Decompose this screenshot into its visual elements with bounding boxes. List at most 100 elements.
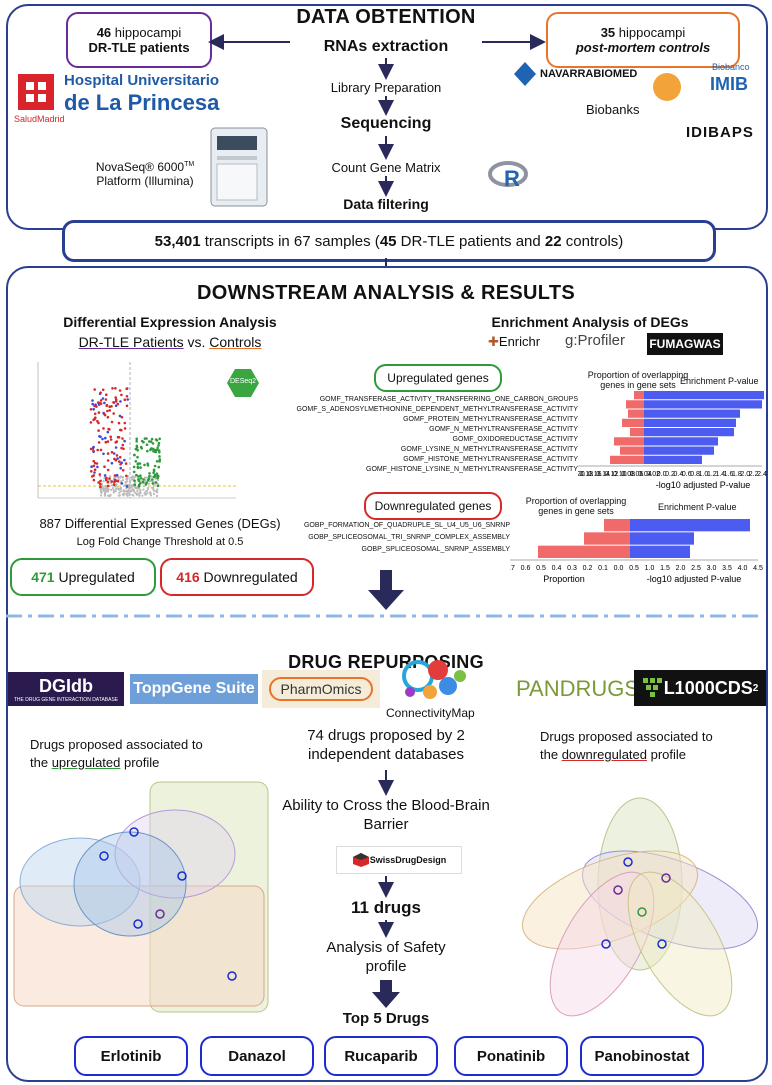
swiss-text: SwissDrugDesign [369,855,447,865]
volcano-point [136,448,139,452]
up-proportion-bar [620,446,644,455]
volcano-point [123,458,126,462]
up-tick-label: 0.14 [596,471,610,478]
volcano-point [123,439,126,443]
controls-box: 35 hippocampi post-mortem controls [546,12,740,68]
volcano-point [154,450,158,454]
volcano-point [138,462,142,465]
volcano-point [115,483,118,486]
platform-label: NovaSeq® 6000TM Platform (Illumina) [85,160,205,188]
volcano-point [90,465,93,468]
volcano-point [139,466,142,469]
library-step: Library Preparation [330,80,442,95]
volcano-point [92,418,95,422]
up-tick-label: 0.6 [682,471,692,478]
volcano-point [93,412,97,416]
volcano-point [105,404,109,407]
volcano-point [89,421,93,424]
volcano-point [142,485,145,488]
up-pvalue-bar [644,409,740,418]
up-term: GOMF_HISTONE_METHYLTRANSFERASE_ACTIVITY [403,456,578,463]
volcano-point [92,449,95,453]
volcano-point [106,452,110,455]
up-venn-diagram [13,781,269,1013]
volcano-point [99,448,103,452]
gprofiler-logo: g:Profiler [565,332,626,349]
volcano-point [123,484,126,487]
volcano-point [126,494,129,497]
volcano-point [154,490,157,493]
rna-extraction-step: RNAs extraction [323,38,449,55]
volcano-point [99,494,102,497]
downstream-title: DOWNSTREAM ANALYSIS & RESULTS [197,282,575,304]
volcano-point [100,491,103,494]
volcano-point [92,407,95,411]
volcano-point [108,409,112,412]
volcano-point [106,459,110,462]
volcano-point [120,393,123,397]
volcano-point [156,478,160,482]
down-enrich-chart: 0.70.60.50.40.30.20.10.00.51.01.52.02.53… [510,519,763,584]
volcano-point [96,448,99,452]
volcano-point [116,402,120,406]
volcano-point [152,475,156,479]
volcano-point [92,464,96,468]
volcano-point [92,459,95,463]
upregulated-count-box: 471 Upregulated [10,558,156,596]
volcano-point [98,401,101,405]
up-term: GOMF_S_ADENOSYLMETHIONINE_DEPENDENT_METH… [296,406,578,413]
up-proportion-bar [610,455,644,464]
volcano-point [155,488,159,491]
volcano-point [125,474,128,478]
down-pvalue-axis-label: -log10 adjusted P-value [647,574,742,584]
volcano-point [147,477,151,480]
volcano-point [123,427,127,430]
volcano-point [116,479,120,483]
biobanks-label: Biobanks [586,102,640,117]
volcano-point [106,468,110,472]
deseq-text: DESeq2 [230,378,257,385]
volcano-point [118,491,121,494]
downregulated-count-box: 416 Downregulated [160,558,314,596]
volcano-point [148,475,151,478]
cmap-text: ConnectivityMap [386,706,475,720]
summary-controls: 22 [544,232,562,250]
volcano-point [114,441,117,444]
enrichr-icon: ✚ [488,334,499,349]
volcano-point [129,479,132,482]
volcano-point [114,458,118,462]
volcano-point [89,408,93,411]
up-profile-caption: Drugs proposed associated to the upregul… [30,736,260,772]
volcano-point [114,396,117,399]
volcano-point [104,436,107,440]
controls-label: post-mortem controls [575,40,711,55]
volcano-point [145,437,148,440]
volcano-point [144,493,147,496]
dea-patients: DR-TLE Patients [78,334,184,350]
up-profile-c: upregulated [51,755,121,770]
volcano-point [125,485,129,488]
volcano-point [134,460,138,463]
volcano-point [158,460,161,463]
volcano-point [92,474,96,477]
down-term: GOBP_FORMATION_OF_QUADRUPLE_SL_U4_U5_U6_… [303,522,510,529]
volcano-point [111,487,114,490]
volcano-point [132,470,136,474]
biobanco-circle-icon [653,73,681,101]
volcano-point [125,493,128,496]
volcano-point [116,435,120,439]
volcano-point [135,446,139,449]
volcano-point [118,494,121,497]
up-count: 471 [31,569,55,585]
volcano-point [110,450,114,454]
pandrugs-text: PANDRUGS [516,676,640,701]
up-tick-label: 1.8 [732,471,742,478]
swissdrugdesign-logo: SwissDrugDesign [336,846,462,874]
down-profile-d: profile [650,747,687,762]
volcano-point [151,482,155,485]
up-term: GOMF_HISTONE_LYSINE_N_METHYLTRANSFERASE_… [366,466,578,473]
drug-erlotinib: Erlotinib [74,1036,188,1076]
volcano-point [114,387,117,390]
up-tick-label: 0.12 [605,471,619,478]
volcano-point [119,475,122,478]
